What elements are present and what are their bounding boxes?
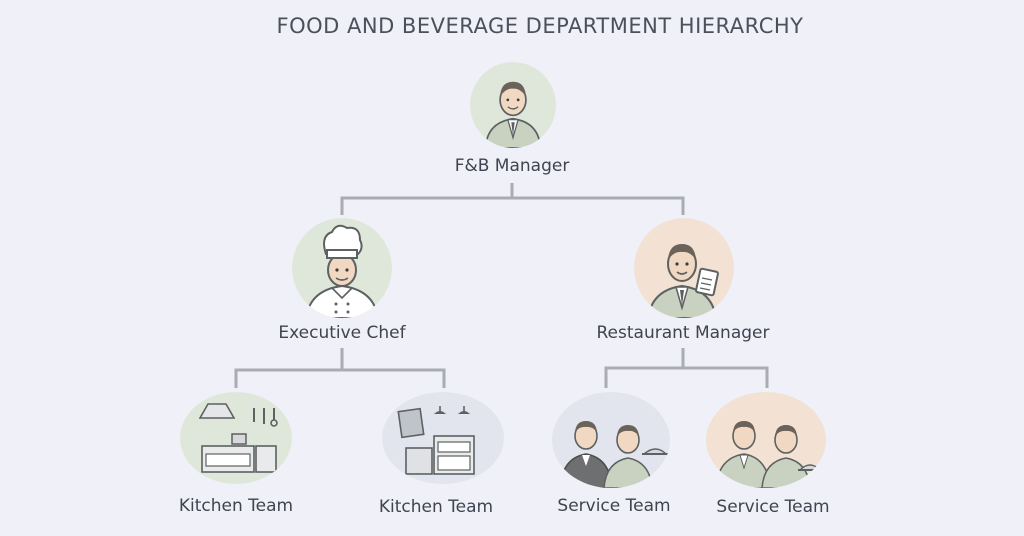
- connector-restaurant-service2: [683, 366, 769, 388]
- chef-icon: [292, 218, 392, 318]
- node-label-restaurant-manager: Restaurant Manager: [596, 323, 770, 343]
- restaurant-manager-icon: [634, 218, 734, 318]
- waiters-icon: [706, 392, 826, 488]
- kitchen-oven-icon: [382, 392, 504, 484]
- node-label-kitchen-team-2: Kitchen Team: [378, 497, 494, 517]
- manager-icon: [470, 62, 556, 148]
- node-label-service-team-1: Service Team: [557, 496, 671, 516]
- node-label-executive-chef: Executive Chef: [278, 323, 406, 343]
- connector-chef-kitchen2: [342, 368, 446, 388]
- connector-chef-kitchen1: [234, 348, 344, 388]
- node-label-kitchen-team-1: Kitchen Team: [178, 496, 294, 516]
- node-label-service-team-2: Service Team: [716, 497, 830, 517]
- waiters-icon: [552, 392, 670, 488]
- kitchen-stove-icon: [180, 392, 292, 484]
- node-label-fb-manager: F&B Manager: [454, 156, 570, 176]
- connector-restaurant-service1: [604, 348, 685, 388]
- page-title: FOOD AND BEVERAGE DEPARTMENT HIERARCHY: [276, 14, 804, 38]
- connector-manager-restaurant: [512, 196, 685, 215]
- connector-manager-chef: [340, 183, 514, 215]
